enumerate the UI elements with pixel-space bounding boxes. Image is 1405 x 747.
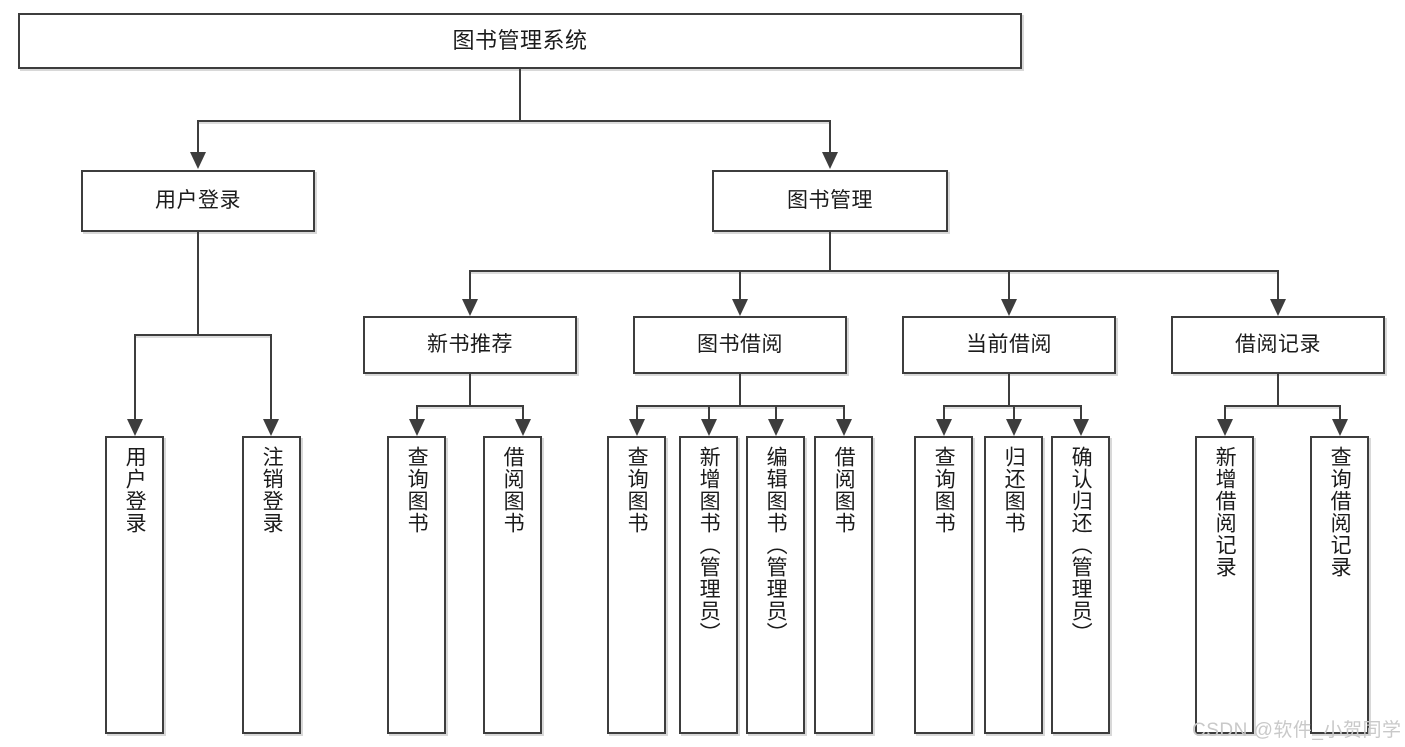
connector-to-user-login — [197, 120, 199, 153]
arrowhead-new-book-recommend — [462, 299, 478, 316]
node-new-book-recommend[interactable]: 新书推荐 — [363, 316, 577, 374]
arrowhead-borrow-record — [1270, 299, 1286, 316]
connector-to-current-borrow — [1008, 270, 1010, 300]
connector-cb-drop-3 — [1080, 405, 1082, 420]
arrowhead-leaf-user-login — [127, 419, 143, 436]
connector-bb-drop-3 — [775, 405, 777, 420]
connector-user-login-stem — [197, 232, 199, 335]
node-user-login[interactable]: 用户登录 — [81, 170, 315, 232]
connector-cb-stem — [1008, 374, 1010, 406]
node-label: 当前借阅 — [966, 332, 1052, 356]
connector-bb-drop-2 — [708, 405, 710, 420]
arrowhead-leaf-logout — [263, 419, 279, 436]
node-leaf-user-login[interactable]: 用户登录 — [105, 436, 164, 734]
node-label: 图书管理系统 — [452, 28, 588, 54]
node-label: 查询图书 — [405, 446, 429, 534]
node-label: 注销登录 — [260, 446, 284, 534]
node-leaf-return-book[interactable]: 归还图书 — [984, 436, 1043, 734]
connector-cb-drop-1 — [943, 405, 945, 420]
node-label: 借阅图书 — [501, 446, 525, 534]
connector-nbr-drop-2 — [522, 405, 524, 420]
arrowhead-leaf-borrow-book-2 — [836, 419, 852, 436]
node-label: 新增借阅记录 — [1213, 446, 1237, 578]
node-label: 借阅记录 — [1235, 332, 1321, 356]
connector-br-bus — [1224, 405, 1341, 407]
arrowhead-leaf-add-record — [1217, 419, 1233, 436]
node-leaf-add-record[interactable]: 新增借阅记录 — [1195, 436, 1254, 734]
connector-root-stem — [519, 69, 521, 121]
node-label: 借阅图书 — [832, 446, 856, 534]
node-leaf-logout[interactable]: 注销登录 — [242, 436, 301, 734]
node-leaf-edit-book[interactable]: 编辑图书（管理员） — [746, 436, 805, 734]
connector-user-login-drop-2 — [270, 334, 272, 420]
node-label: 用户登录 — [155, 188, 241, 212]
node-leaf-borrow-book-1[interactable]: 借阅图书 — [483, 436, 542, 734]
node-leaf-borrow-book-2[interactable]: 借阅图书 — [814, 436, 873, 734]
arrowhead-current-borrow — [1001, 299, 1017, 316]
arrowhead-leaf-query-book-2 — [629, 419, 645, 436]
arrowhead-book-borrow — [732, 299, 748, 316]
connector-br-stem — [1277, 374, 1279, 406]
node-book-management[interactable]: 图书管理 — [712, 170, 948, 232]
node-label: 归还图书 — [1002, 446, 1026, 534]
connector-user-login-drop-1 — [134, 334, 136, 420]
node-label: 新增图书（管理员） — [697, 446, 721, 644]
arrowhead-leaf-borrow-book-1 — [515, 419, 531, 436]
arrowhead-leaf-query-book-1 — [409, 419, 425, 436]
node-label: 图书管理 — [787, 188, 873, 212]
connector-to-borrow-record — [1277, 270, 1279, 300]
node-label: 确认归还（管理员） — [1069, 446, 1093, 644]
arrowhead-leaf-query-book-3 — [936, 419, 952, 436]
node-label: 查询图书 — [932, 446, 956, 534]
node-label: 用户登录 — [123, 446, 147, 534]
connector-to-book-management — [829, 120, 831, 153]
connector-book-management-stem — [829, 232, 831, 271]
arrowhead-user-login — [190, 152, 206, 169]
connector-br-drop-1 — [1224, 405, 1226, 420]
arrowhead-leaf-return-book — [1006, 419, 1022, 436]
node-borrow-record[interactable]: 借阅记录 — [1171, 316, 1385, 374]
connector-cb-drop-2 — [1013, 405, 1015, 420]
connector-nbr-bus — [416, 405, 524, 407]
node-label: 编辑图书（管理员） — [764, 446, 788, 644]
node-leaf-add-book[interactable]: 新增图书（管理员） — [679, 436, 738, 734]
node-leaf-query-record[interactable]: 查询借阅记录 — [1310, 436, 1369, 734]
node-leaf-query-book-1[interactable]: 查询图书 — [387, 436, 446, 734]
node-leaf-query-book-3[interactable]: 查询图书 — [914, 436, 973, 734]
node-label: 新书推荐 — [427, 332, 513, 356]
node-leaf-query-book-2[interactable]: 查询图书 — [607, 436, 666, 734]
connector-nbr-stem — [469, 374, 471, 406]
connector-bb-bus — [636, 405, 845, 407]
connector-level2-bus — [197, 120, 831, 122]
node-current-borrow[interactable]: 当前借阅 — [902, 316, 1116, 374]
csdn-watermark: CSDN @软件_小贺同学 — [1192, 720, 1402, 741]
connector-bb-drop-4 — [843, 405, 845, 420]
connector-br-drop-2 — [1339, 405, 1341, 420]
connector-cb-bus — [943, 405, 1080, 407]
arrowhead-leaf-confirm-return — [1073, 419, 1089, 436]
node-label: 图书借阅 — [697, 332, 783, 356]
arrowhead-leaf-add-book — [701, 419, 717, 436]
node-root-system[interactable]: 图书管理系统 — [18, 13, 1022, 69]
connector-user-login-bus — [134, 334, 272, 336]
arrowhead-book-management — [822, 152, 838, 169]
connector-to-book-borrow — [739, 270, 741, 300]
arrowhead-leaf-edit-book — [768, 419, 784, 436]
node-label: 查询借阅记录 — [1328, 446, 1352, 578]
node-leaf-confirm-return[interactable]: 确认归还（管理员） — [1051, 436, 1110, 734]
connector-nbr-drop-1 — [416, 405, 418, 420]
connector-bb-drop-1 — [636, 405, 638, 420]
connector-to-new-book-recommend — [469, 270, 471, 300]
arrowhead-leaf-query-record — [1332, 419, 1348, 436]
connector-level3-bus — [469, 270, 1279, 272]
connector-bb-stem — [739, 374, 741, 406]
node-book-borrow[interactable]: 图书借阅 — [633, 316, 847, 374]
node-label: 查询图书 — [625, 446, 649, 534]
